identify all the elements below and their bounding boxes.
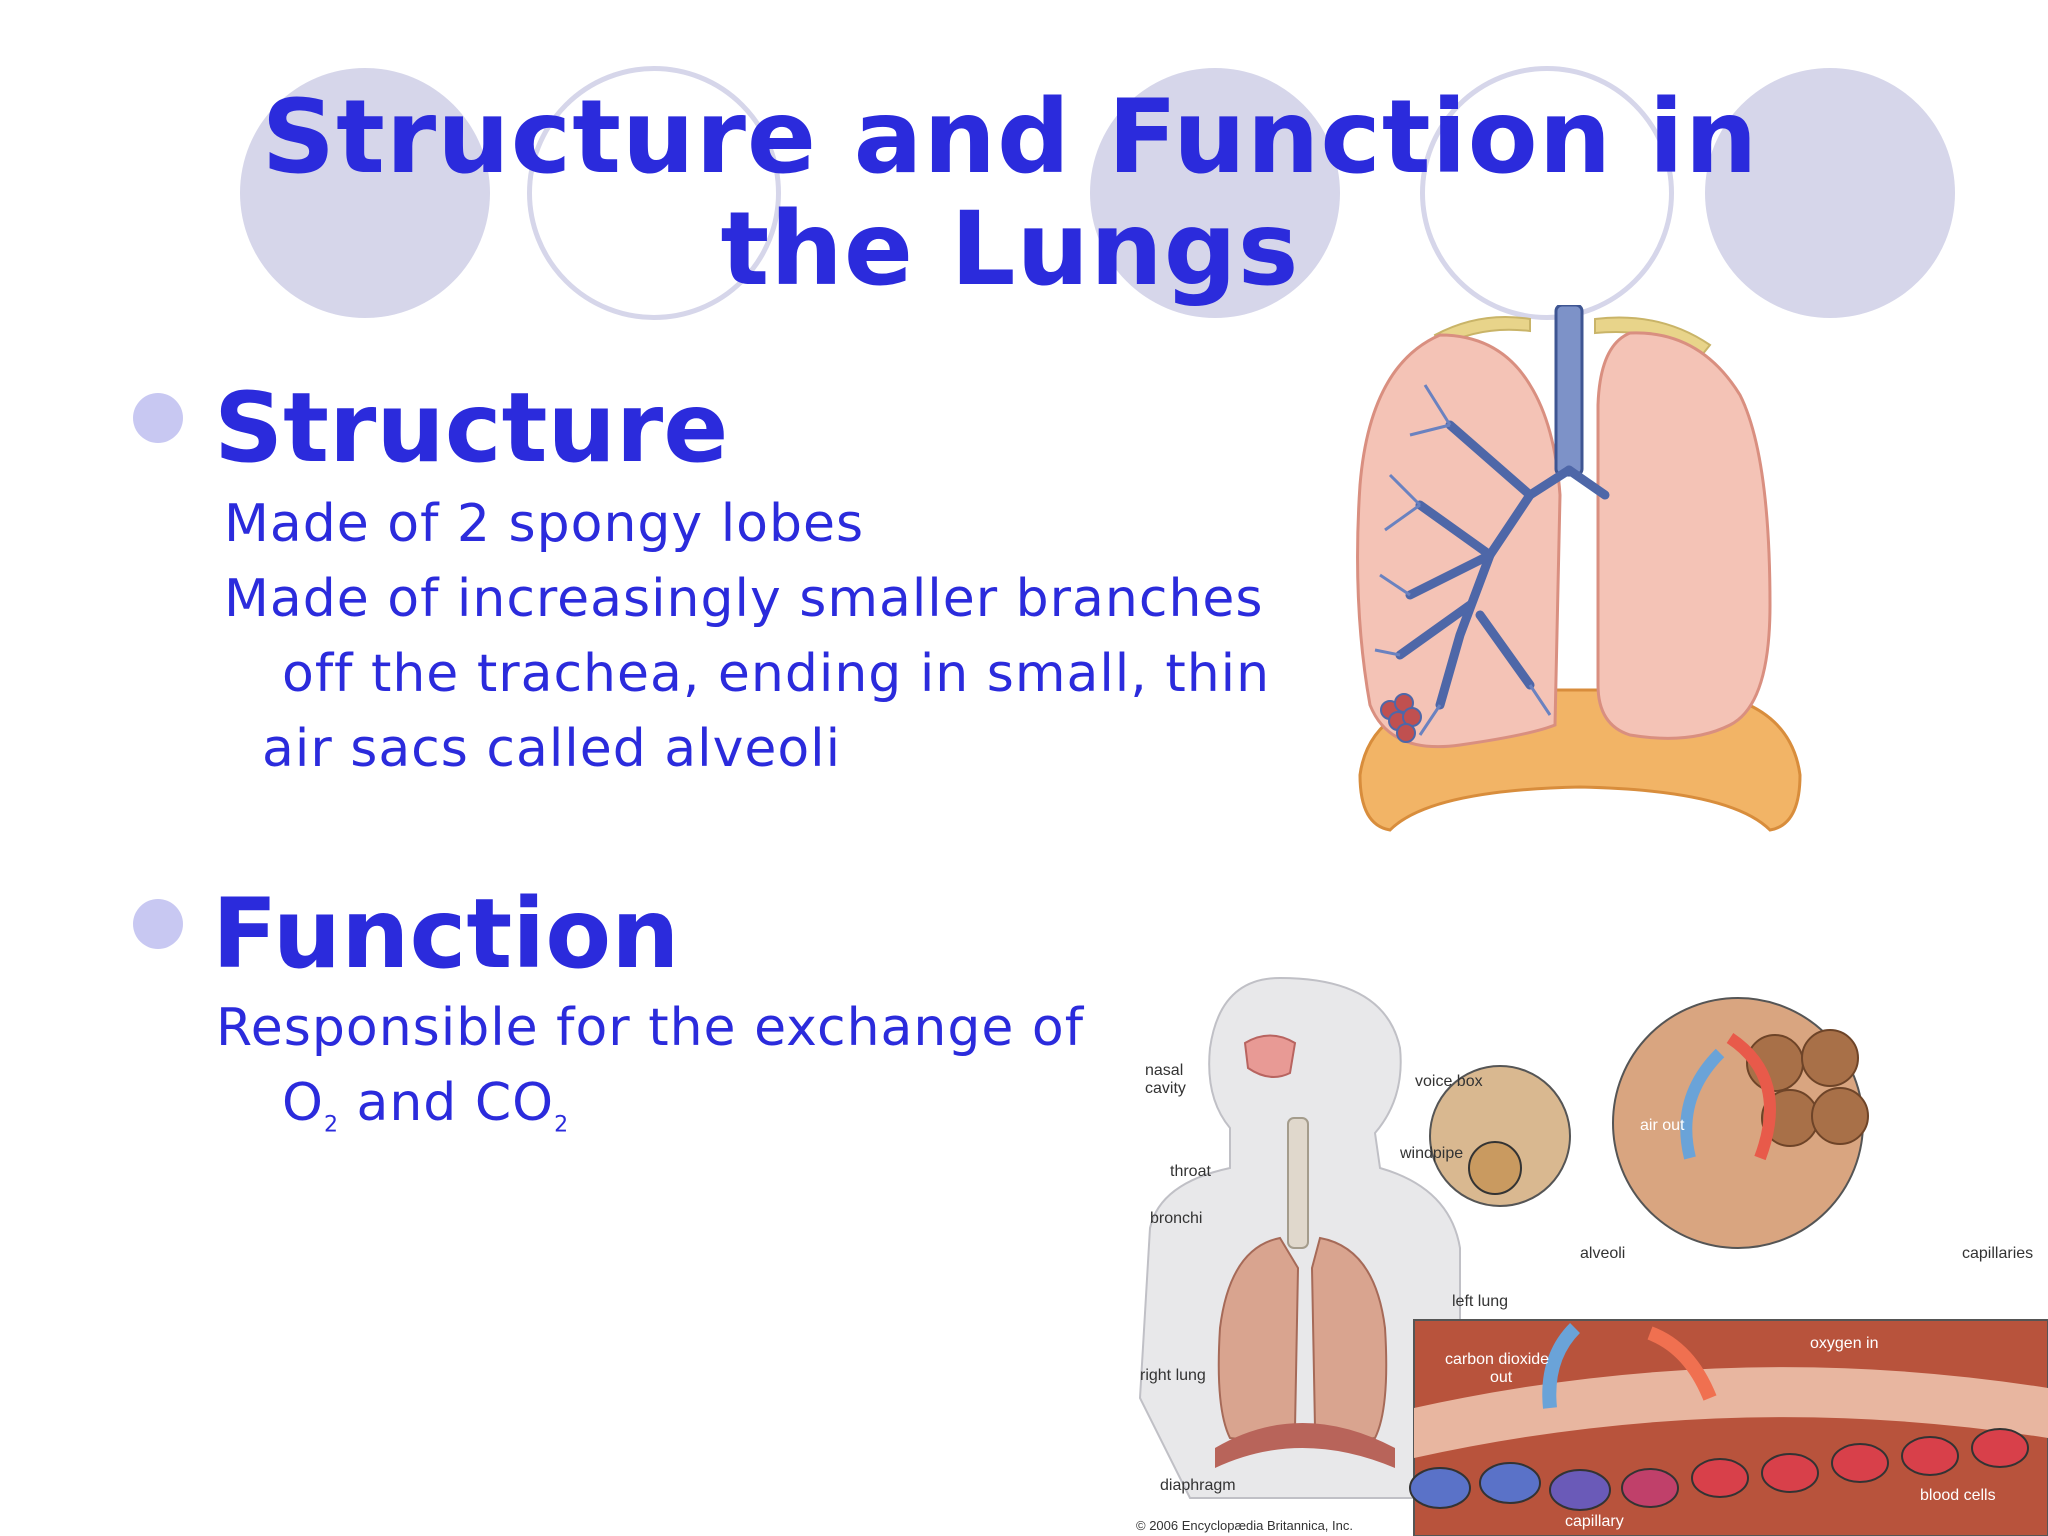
label-diaphragm: diaphragm xyxy=(1160,1477,1236,1494)
structure-line-2: Made of increasingly smaller branches xyxy=(224,569,1264,629)
label-alveoli: alveoli xyxy=(1580,1245,1625,1262)
structure-line-4: air sacs called alveoli xyxy=(262,719,842,779)
alveoli-cluster-icon xyxy=(1380,693,1422,743)
decor-circle-5 xyxy=(1705,68,1955,318)
trachea-icon xyxy=(1554,305,1584,477)
respiratory-diagram: nasal cavity voice box throat windpipe b… xyxy=(1130,968,2048,1536)
nasal-cavity-icon xyxy=(1243,1034,1297,1078)
oxygen-subscript: 2 xyxy=(323,1112,339,1138)
co2-subscript: 2 xyxy=(554,1112,570,1138)
decor-circle-1 xyxy=(240,68,490,318)
capillary-wall-icon xyxy=(1414,1367,2048,1458)
label-capillary: capillary xyxy=(1565,1513,1624,1530)
lungs-illustration xyxy=(1356,305,1802,832)
label-air-in: air in xyxy=(1860,1081,1895,1098)
function-heading: Function xyxy=(212,878,680,990)
blood-cells-icon xyxy=(1409,1428,2029,1511)
label-nasal-2: cavity xyxy=(1145,1080,1186,1097)
label-voice-box: voice box xyxy=(1415,1073,1483,1090)
label-capillaries: capillaries xyxy=(1962,1245,2033,1262)
label-blood-cells: blood cells xyxy=(1920,1487,1996,1504)
title-line-2: the Lungs xyxy=(720,190,1300,309)
bronchi-icon xyxy=(1395,420,1610,710)
label-co2-2: out xyxy=(1490,1369,1513,1386)
function-line-1: Responsible for the exchange of xyxy=(216,998,1085,1058)
label-air-out: air out xyxy=(1640,1117,1685,1134)
label-co2-1: carbon dioxide xyxy=(1445,1351,1549,1368)
and-co-text: and CO xyxy=(338,1073,555,1133)
co2-out-arrow-icon xyxy=(1542,1323,1581,1409)
decor-circle-3 xyxy=(1090,68,1340,318)
label-left-lung: left lung xyxy=(1452,1293,1508,1310)
left-lung-icon xyxy=(1596,331,1772,740)
label-oxygen-in: oxygen in xyxy=(1810,1335,1879,1352)
bronchioles-icon xyxy=(1374,384,1552,736)
alveoli-zoom-small-icon xyxy=(1429,1065,1571,1207)
alveoli-chambers-icon xyxy=(1746,1029,1869,1147)
label-bronchi: bronchi xyxy=(1150,1210,1202,1227)
bullet-structure xyxy=(133,393,183,443)
bullet-function xyxy=(133,899,183,949)
label-throat: throat xyxy=(1170,1163,1211,1180)
o2-in-arrow-icon xyxy=(1647,1326,1717,1401)
title-line-1: Structure and Function in xyxy=(261,78,1759,197)
structure-line-3: off the trachea, ending in small, thin xyxy=(282,644,1271,704)
structure-body: Made of 2 spongy lobes Made of increasin… xyxy=(222,486,1302,806)
label-windpipe: windpipe xyxy=(1399,1145,1463,1162)
structure-line-1: Made of 2 spongy lobes xyxy=(224,494,865,554)
oxygen-symbol: O xyxy=(282,1073,324,1133)
decor-circle-2 xyxy=(527,66,781,320)
air-in-arrow-icon xyxy=(1726,1033,1776,1161)
label-right-lung: right lung xyxy=(1140,1367,1206,1384)
label-nasal-1: nasal xyxy=(1145,1062,1183,1079)
function-body: Responsible for the exchange of O2 and C… xyxy=(216,990,1128,1160)
copyright-text: © 2006 Encyclopædia Britannica, Inc. xyxy=(1136,1518,1353,1533)
decor-circle-4 xyxy=(1420,66,1674,320)
windpipe-icon xyxy=(1287,1117,1309,1249)
alveoli-sac-icon xyxy=(1468,1141,1522,1195)
air-out-arrow-icon xyxy=(1680,1048,1725,1160)
slide-title: Structure and Function in the Lungs xyxy=(260,82,1760,306)
structure-heading: Structure xyxy=(214,372,729,484)
function-line-2: O2 and CO2 xyxy=(282,1065,569,1160)
diaphragm-diagram-icon xyxy=(1215,1423,1395,1468)
